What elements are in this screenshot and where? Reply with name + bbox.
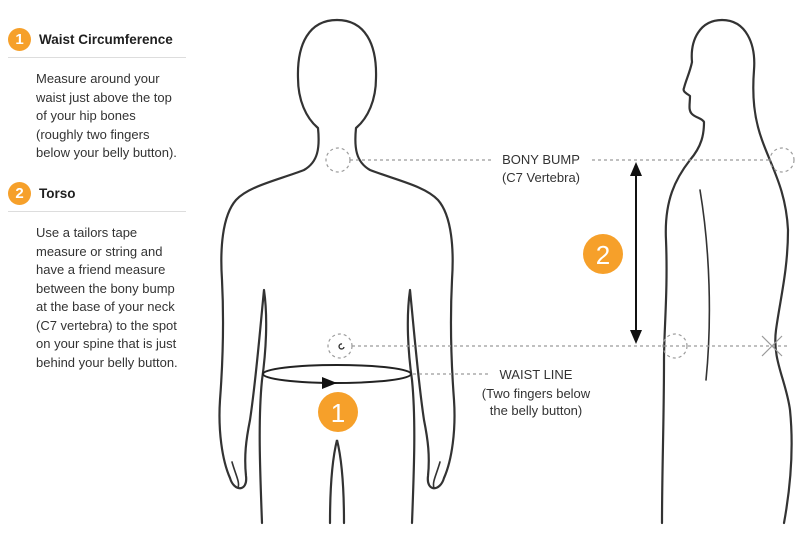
step-number-badge: 1 [8,28,31,51]
c7-marker-front [325,147,351,173]
step-waist-circumference: 1 Waist Circumference Measure around you… [8,28,186,163]
side-body-back [720,18,793,525]
waist-marker-side [662,333,688,359]
waist-line-note-1: (Two fingers below [482,386,591,401]
front-body-outline [218,18,339,525]
step-title: Waist Circumference [39,32,173,47]
c7-marker-side [769,147,795,173]
belly-button-icon [338,343,345,350]
torso-number-text: 2 [596,240,610,270]
c7-vertebra-label: (C7 Vertebra) [502,170,580,185]
inner-leg-lines [328,439,346,525]
step-title: Torso [39,186,76,201]
waist-number-marker [318,392,358,432]
torso-arrow-top [630,162,642,176]
waist-line-note-2: the belly button) [490,403,583,418]
side-body-outline [660,18,724,525]
waist-cross-marker [761,335,783,357]
waist-marker-front [327,333,353,359]
bony-bump-label: BONY BUMP [502,152,580,167]
waist-tape-arrow [322,377,337,389]
hand-details [231,461,441,489]
side-arm-outline [699,189,711,381]
torso-arrow-bottom [630,330,642,344]
front-body-outline-right [335,18,456,525]
torso-number-marker [583,234,623,274]
step-number-badge: 2 [8,182,31,205]
step-torso: 2 Torso Use a tailors tape measure or st… [8,182,186,372]
step-header: 2 Torso [8,182,186,212]
waist-number-text: 1 [331,398,345,428]
waist-line-label: WAIST LINE [500,367,573,382]
step-description: Measure around your waist just above the… [36,71,177,160]
waist-tape-ellipse [262,364,412,384]
step-description: Use a tailors tape measure or string and… [36,225,178,370]
step-header: 1 Waist Circumference [8,28,186,58]
